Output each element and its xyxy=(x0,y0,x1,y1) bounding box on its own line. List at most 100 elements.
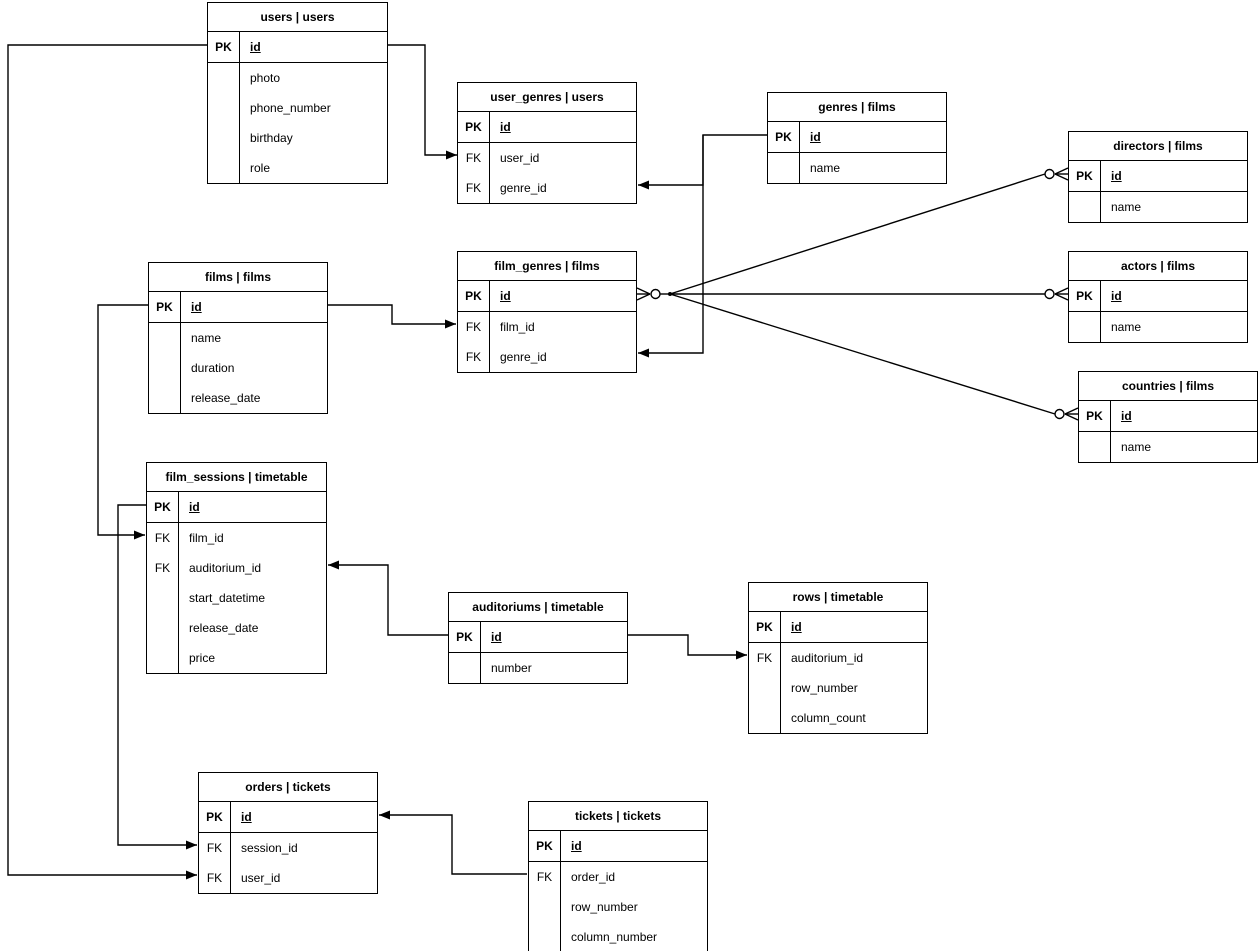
field-name: id xyxy=(250,40,261,54)
connector-films-id--film-genres-film-id[interactable] xyxy=(328,304,456,329)
key-label: FK xyxy=(199,833,231,863)
connector-film-sessions-id--orders-session-id[interactable] xyxy=(117,504,197,850)
connector-auditoriums-id--film-sessions-auditorium-id[interactable] xyxy=(328,560,448,636)
field-name: id xyxy=(1111,289,1122,303)
connector-film-genres--countries[interactable] xyxy=(669,293,1079,421)
field-name: id xyxy=(491,630,502,644)
field-name: name xyxy=(1111,320,1142,334)
table-row-row_number: row_number xyxy=(529,892,707,922)
table-title: orders | tickets xyxy=(199,773,377,802)
table-row-column_count: column_count xyxy=(749,703,927,733)
field-name: row_number xyxy=(791,681,858,695)
key-label xyxy=(147,613,179,643)
key-label xyxy=(529,892,561,922)
field-name: phone_number xyxy=(250,101,331,115)
key-label: FK xyxy=(529,862,561,892)
connector-tickets-order-id--orders-id[interactable] xyxy=(379,810,527,875)
field-name: duration xyxy=(191,361,235,375)
field-name: user_id xyxy=(500,151,540,165)
key-label xyxy=(749,673,781,703)
key-label xyxy=(149,353,181,383)
field-name: id xyxy=(810,130,821,144)
table-title: users | users xyxy=(208,3,387,32)
table-row-price: price xyxy=(147,643,326,673)
field-name: start_datetime xyxy=(189,591,266,605)
key-label xyxy=(149,323,181,353)
table-title: user_genres | users xyxy=(458,83,636,112)
field-name: release_date xyxy=(191,391,261,405)
field-name: genre_id xyxy=(500,350,547,364)
key-label: PK xyxy=(1069,161,1101,191)
connector-films-id--film-sessions-film-id[interactable] xyxy=(97,304,148,540)
key-label xyxy=(1069,312,1101,342)
field-name: id xyxy=(500,120,511,134)
key-label xyxy=(147,643,179,673)
field-name: name xyxy=(810,161,841,175)
key-label xyxy=(449,653,481,683)
key-label: FK xyxy=(147,553,179,583)
table-row-name: name xyxy=(149,323,327,353)
key-label: PK xyxy=(449,622,481,652)
field-name: price xyxy=(189,651,216,665)
connector-genres-id--film-genres-genre-id[interactable] xyxy=(638,135,704,358)
table-title: film_genres | films xyxy=(458,252,636,281)
table-row-photo: photo xyxy=(208,63,387,93)
field-name: auditorium_id xyxy=(189,561,262,575)
field-name: id xyxy=(500,289,511,303)
connector-film-genres--actors[interactable] xyxy=(670,287,1069,301)
key-label: PK xyxy=(749,612,781,642)
field-name: id xyxy=(571,839,582,853)
key-label: PK xyxy=(147,492,179,522)
connector-auditoriums-id--rows-auditorium-id[interactable] xyxy=(628,634,747,660)
table-title: films | films xyxy=(149,263,327,292)
connector-film-genres-fan-stub[interactable] xyxy=(636,287,670,301)
field-name: order_id xyxy=(571,870,616,884)
connector-film-genres--directors[interactable] xyxy=(669,167,1069,295)
connector-users-id--orders-user-id[interactable] xyxy=(7,44,207,880)
connector-users-id--user-genres-user-id[interactable] xyxy=(388,44,457,160)
table-title: rows | timetable xyxy=(749,583,927,612)
key-label xyxy=(1079,432,1111,462)
key-label xyxy=(208,93,240,123)
field-name: name xyxy=(191,331,222,345)
table-row-release_date: release_date xyxy=(147,613,326,643)
table-row-role: role xyxy=(208,153,387,183)
table-row-row_number: row_number xyxy=(749,673,927,703)
table-title: film_sessions | timetable xyxy=(147,463,326,492)
key-label: FK xyxy=(147,523,179,553)
table-row-order_id: FK order_id xyxy=(529,862,707,892)
key-label: FK xyxy=(749,643,781,673)
field-name: id xyxy=(191,300,202,314)
key-label xyxy=(768,153,800,183)
table-row-duration: duration xyxy=(149,353,327,383)
field-name: release_date xyxy=(189,621,259,635)
table-row-start_datetime: start_datetime xyxy=(147,583,326,613)
key-label: PK xyxy=(768,122,800,152)
table-title: countries | films xyxy=(1079,372,1257,401)
